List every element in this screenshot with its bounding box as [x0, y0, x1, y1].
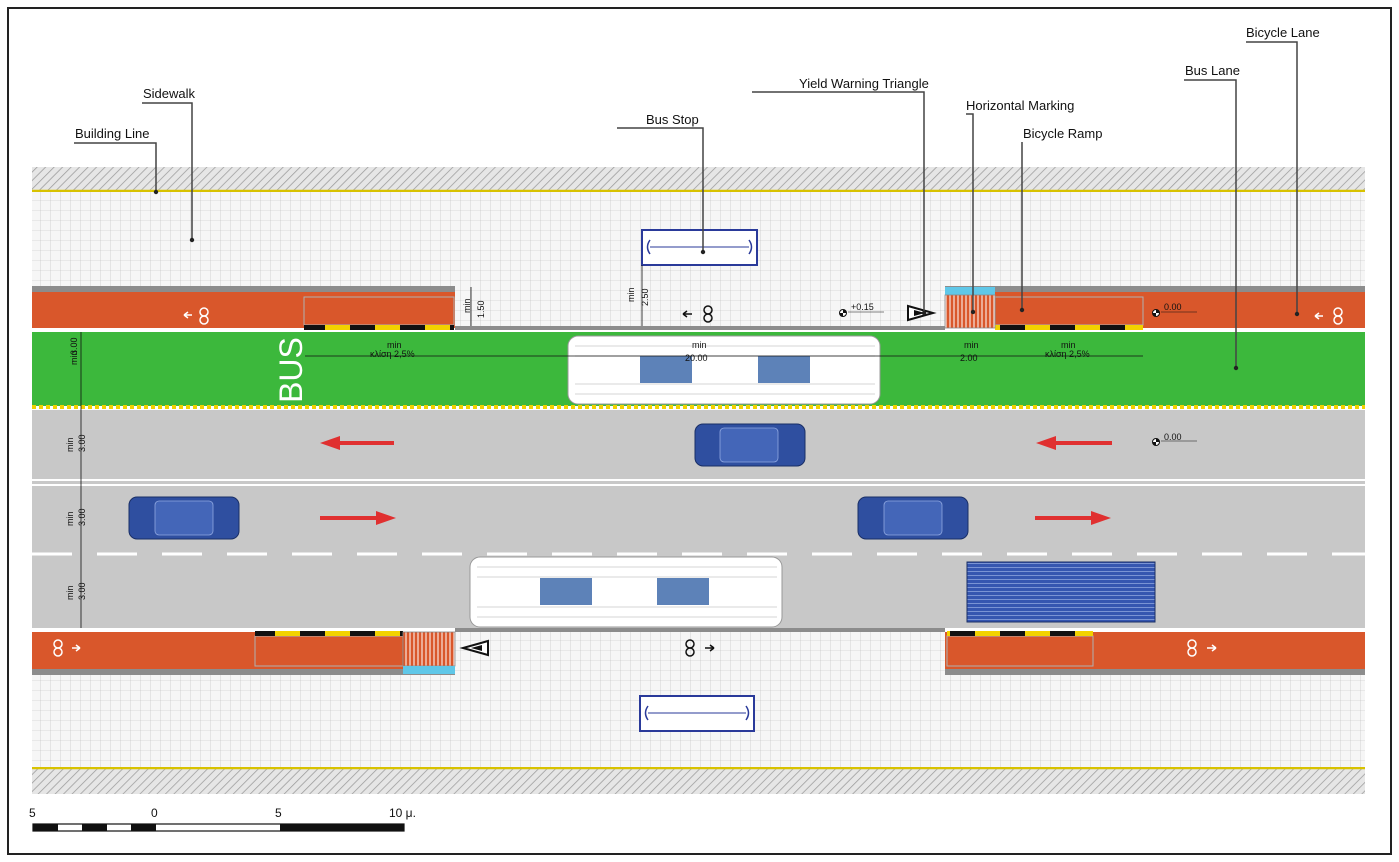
top-horizontal-marking-right	[995, 325, 1143, 330]
traffic-arrow-right-icon	[1035, 511, 1111, 525]
top-horizontal-marking-left	[304, 325, 454, 330]
traffic-arrow-left-icon	[1036, 436, 1112, 450]
bus-shelter-icon	[641, 229, 758, 266]
label-bus-lane: Bus Lane	[1185, 63, 1240, 78]
bicycle-icon	[183, 307, 209, 325]
elevation-marker-icon	[839, 309, 884, 317]
label-bicycle-lane: Bicycle Lane	[1246, 25, 1320, 40]
dim-min-250: min	[626, 287, 636, 302]
bottom-curb-left	[32, 669, 455, 675]
dim-2: 2.00	[960, 353, 978, 363]
dim-3-lane3: 3.00	[77, 582, 87, 600]
bicycle-ramp-top	[944, 294, 996, 329]
bicycle-icon	[682, 305, 713, 323]
truck-icon	[966, 561, 1156, 623]
elev-000-top: 0.00	[1164, 302, 1182, 312]
dim-slope-right: κλίση 2,5%	[1045, 349, 1090, 359]
bottom-horizontal-marking-left	[255, 631, 403, 636]
elevation-marker-icon	[1152, 309, 1197, 317]
elevation-marker-icon	[1152, 438, 1197, 446]
dim-3-bus: 3.00	[69, 337, 79, 355]
bus-shelter-icon	[639, 695, 755, 732]
bottom-curb-right	[945, 669, 1365, 675]
scale-bar	[32, 823, 405, 832]
dim-min-right2: min	[1061, 340, 1076, 350]
top-platform-curb	[455, 326, 945, 330]
dim-min-lane3: min	[65, 585, 75, 600]
dim-20: 20.00	[685, 353, 708, 363]
dim-slope-left: κλίση 2,5%	[370, 349, 415, 359]
car-icon	[694, 423, 806, 467]
label-horizontal-marking: Horizontal Marking	[966, 98, 1074, 113]
dim-min-right: min	[964, 340, 979, 350]
car-icon	[128, 496, 240, 540]
top-curb-left	[32, 286, 455, 292]
bicycle-icon	[1187, 639, 1217, 657]
bottom-building-hatch	[32, 768, 1365, 794]
elev-015: +0.15	[851, 302, 874, 312]
dim-min-lane2: min	[65, 511, 75, 526]
label-sidewalk: Sidewalk	[143, 86, 196, 101]
bus-icon	[567, 335, 881, 405]
scale-tick-5: 5	[275, 806, 282, 820]
scale-tick-5-left: 5	[29, 806, 36, 820]
bottom-bus-stop-platform	[455, 630, 945, 675]
bottom-bike-lane-left	[32, 632, 455, 669]
dim-min-center: min	[692, 340, 707, 350]
dim-250: 2.50	[640, 288, 650, 306]
leader-lines	[74, 41, 1298, 368]
car-icon	[857, 496, 969, 540]
yield-triangle-icon	[907, 304, 937, 322]
dim-min-left: min	[387, 340, 402, 350]
bottom-bike-lane-right	[945, 632, 1365, 669]
top-ramp-blue-edge	[945, 287, 995, 295]
dim-min-150: min	[462, 298, 472, 313]
bottom-platform-curb	[455, 628, 945, 632]
elev-000-road: 0.00	[1164, 432, 1182, 442]
label-bicycle-ramp: Bicycle Ramp	[1023, 126, 1102, 141]
bicycle-icon	[53, 639, 81, 657]
yield-triangle-icon	[459, 639, 489, 657]
bottom-ramp-blue-edge	[403, 666, 455, 674]
bus-icon	[469, 556, 783, 628]
dim-3-lane1: 3.00	[77, 434, 87, 452]
bus-lane-text: BUS	[273, 337, 309, 403]
bottom-horizontal-marking-right	[947, 631, 1093, 636]
label-yield-triangle: Yield Warning Triangle	[799, 76, 929, 91]
bicycle-icon	[1314, 307, 1343, 325]
label-building-line: Building Line	[75, 126, 149, 141]
dim-min-bus: min	[69, 350, 79, 365]
bicycle-ramp-bottom	[402, 631, 456, 667]
dim-3-lane2: 3.00	[77, 508, 87, 526]
bicycle-icon	[685, 639, 715, 657]
top-building-hatch	[32, 167, 1365, 191]
traffic-arrow-left-icon	[320, 436, 394, 450]
scale-tick-10: 10 μ.	[389, 806, 416, 820]
top-curb-right	[945, 286, 1365, 292]
scale-tick-0: 0	[151, 806, 158, 820]
dim-150: 1.50	[476, 300, 486, 318]
traffic-arrow-right-icon	[320, 511, 396, 525]
top-bike-lane-left	[32, 292, 455, 328]
dim-min-lane1: min	[65, 437, 75, 452]
label-bus-stop: Bus Stop	[646, 112, 699, 127]
top-bus-stop-platform	[455, 286, 945, 328]
leader-dots	[153, 189, 1300, 371]
dimension-lines	[80, 265, 1143, 628]
